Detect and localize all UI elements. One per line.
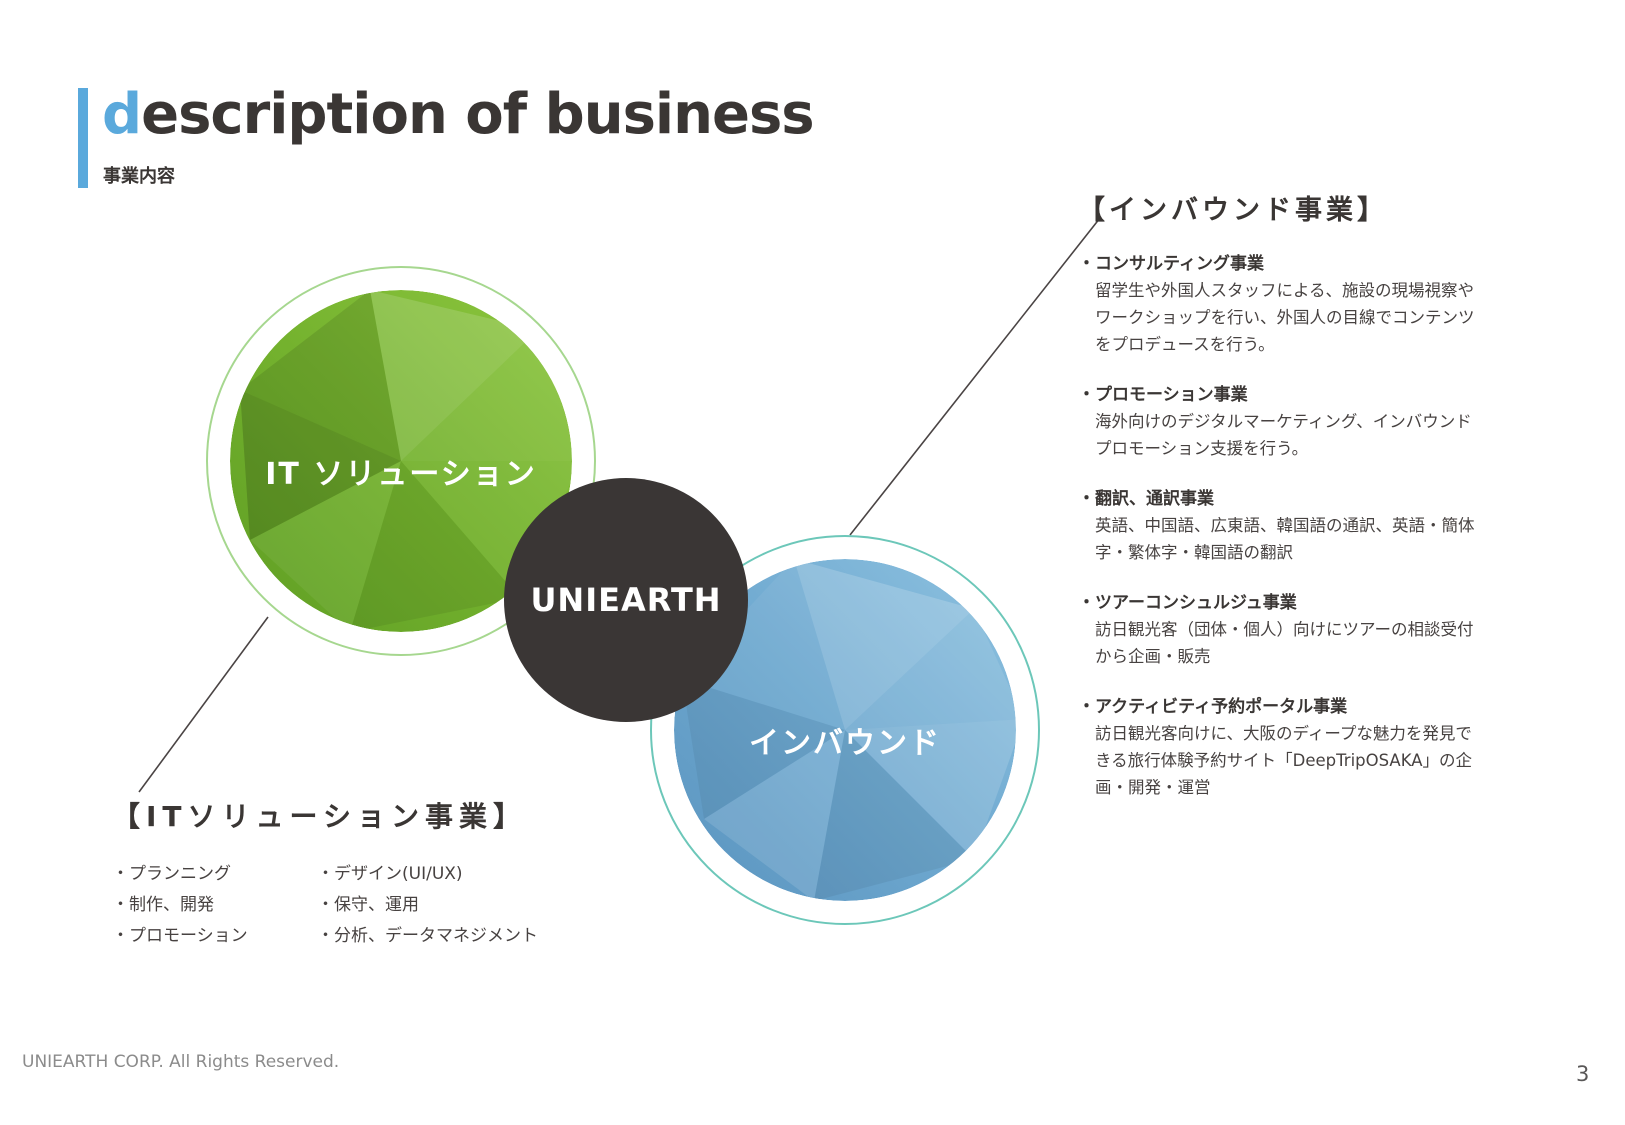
inbound-item-title: ・プロモーション事業	[1078, 385, 1248, 405]
it-section-heading: 【ITソリューション事業】	[112, 800, 527, 833]
it-circle: IT ソリューション	[230, 290, 572, 632]
uniearth-circle: UNIEARTH	[504, 478, 748, 722]
list-item: ・プロモーション事業 海外向けのデジタルマーケティング、インバウンドプロモーショ…	[1078, 382, 1508, 462]
it-circle-facets	[230, 290, 572, 632]
inbound-item-body: 訪日観光客向けに、大阪のディープな魅力を発見できる旅行体験予約サイト「DeepT…	[1095, 724, 1473, 797]
list-item: ・制作、開発	[112, 895, 214, 915]
inbound-item-title: ・コンサルティング事業	[1078, 254, 1264, 274]
inbound-item-body: 海外向けのデジタルマーケティング、インバウンドプロモーション支援を行う。	[1095, 412, 1472, 458]
inbound-circle-label: インバウンド	[749, 726, 941, 761]
inbound-circle-facets	[674, 559, 1016, 901]
page-subtitle: 事業内容	[103, 166, 175, 187]
it-item-list: ・プランニング ・制作、開発 ・プロモーション ・デザイン(UI/UX) ・保守…	[112, 859, 538, 952]
inbound-item-title: ・ツアーコンシュルジュ事業	[1078, 593, 1297, 613]
list-item: ・デザイン(UI/UX)	[317, 864, 463, 884]
inbound-item-list: ・コンサルティング事業 留学生や外国人スタッフによる、施設の現場視察やワークショ…	[1078, 251, 1508, 801]
list-item: ・プランニング	[112, 864, 231, 884]
inbound-connector-line	[849, 217, 1101, 536]
copyright-text: UNIEARTH CORP. All Rights Reserved.	[22, 1052, 340, 1072]
inbound-item-body: 留学生や外国人スタッフによる、施設の現場視察やワークショップを行い、外国人の目線…	[1095, 281, 1475, 354]
it-circle-label: IT ソリューション	[265, 457, 537, 492]
inbound-section-heading: 【インバウンド事業】	[1078, 195, 1388, 226]
inbound-item-title: ・アクティビティ予約ポータル事業	[1078, 697, 1348, 717]
inbound-circle: インバウンド	[674, 559, 1016, 901]
list-item: ・翻訳、通訳事業 英語、中国語、広東語、韓国語の通訳、英語・簡体字・繁体字・韓国…	[1078, 486, 1508, 566]
inbound-section: 【インバウンド事業】 ・コンサルティング事業 留学生や外国人スタッフによる、施設…	[1078, 188, 1508, 825]
page-number: 3	[1576, 1062, 1590, 1086]
list-item: ・アクティビティ予約ポータル事業 訪日観光客向けに、大阪のディープな魅力を発見で…	[1078, 694, 1508, 801]
uniearth-logo-text: UNIEARTH	[530, 581, 722, 619]
list-item: ・プロモーション	[112, 926, 248, 946]
inbound-item-title: ・翻訳、通訳事業	[1078, 489, 1214, 509]
page-title-rest: escription of business	[141, 82, 815, 147]
page-title-first-letter: d	[102, 82, 142, 147]
list-item: ・分析、データマネジメント	[317, 926, 538, 946]
list-item: ・保守、運用	[317, 895, 419, 915]
it-section: 【ITソリューション事業】 ・プランニング ・制作、開発 ・プロモーション ・デ…	[112, 795, 538, 952]
list-item: ・ツアーコンシュルジュ事業 訪日観光客（団体・個人）向けにツアーの相談受付から企…	[1078, 590, 1508, 670]
inbound-item-body: 英語、中国語、広東語、韓国語の通訳、英語・簡体字・繁体字・韓国語の翻訳	[1095, 516, 1475, 562]
it-item-column-2: ・デザイン(UI/UX) ・保守、運用 ・分析、データマネジメント	[317, 859, 538, 952]
title-accent-bar	[78, 88, 88, 188]
it-connector-line	[138, 616, 269, 793]
inbound-item-body: 訪日観光客（団体・個人）向けにツアーの相談受付から企画・販売	[1095, 620, 1474, 666]
list-item: ・コンサルティング事業 留学生や外国人スタッフによる、施設の現場視察やワークショ…	[1078, 251, 1508, 358]
page-title: description of business	[102, 82, 815, 147]
it-item-column-1: ・プランニング ・制作、開発 ・プロモーション	[112, 859, 317, 952]
